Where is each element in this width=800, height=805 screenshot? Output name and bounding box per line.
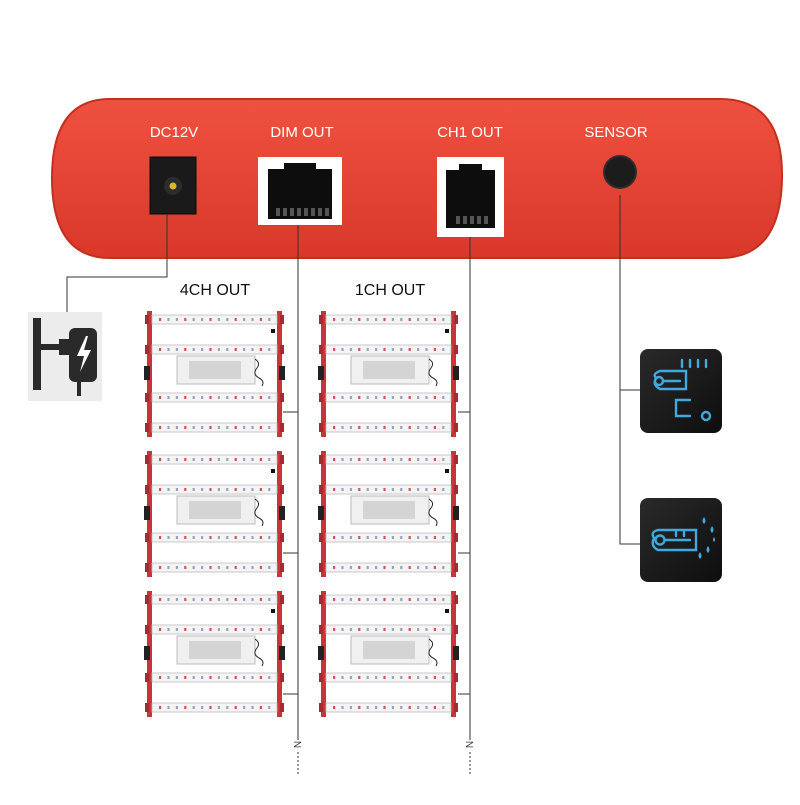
power-adapter-icon — [28, 312, 102, 401]
port-label-ch1-out: CH1 OUT — [437, 124, 503, 141]
led-fixture — [318, 311, 459, 437]
ch1-out-port — [437, 157, 504, 237]
led-fixture — [144, 311, 285, 437]
group-label-4ch-out: 4CH OUT — [179, 282, 251, 299]
wiring-lines — [66, 195, 640, 740]
led-fixture — [144, 591, 285, 717]
chain-tail-right: N — [463, 740, 475, 749]
controller-body — [50, 98, 784, 259]
led-fixture — [318, 451, 459, 577]
port-label-sensor: SENSOR — [584, 124, 648, 141]
led-fixture — [318, 591, 459, 717]
light-fixtures — [144, 311, 459, 717]
dim-out-port — [258, 157, 342, 225]
temperature-sensor-icon — [640, 349, 722, 433]
dc-wire — [66, 214, 168, 312]
dc12v-jack — [149, 156, 197, 215]
led-fixture — [144, 451, 285, 577]
humidity-sensor-icon — [640, 498, 722, 582]
port-label-dim-out: DIM OUT — [270, 124, 334, 141]
sensor-port — [603, 155, 637, 189]
port-label-dc12v: DC12V — [149, 124, 199, 141]
chain-tail-left: N — [291, 740, 303, 749]
group-label-1ch-out: 1CH OUT — [354, 282, 426, 299]
sensor-wire — [619, 195, 640, 545]
continuation-lines — [297, 752, 471, 775]
